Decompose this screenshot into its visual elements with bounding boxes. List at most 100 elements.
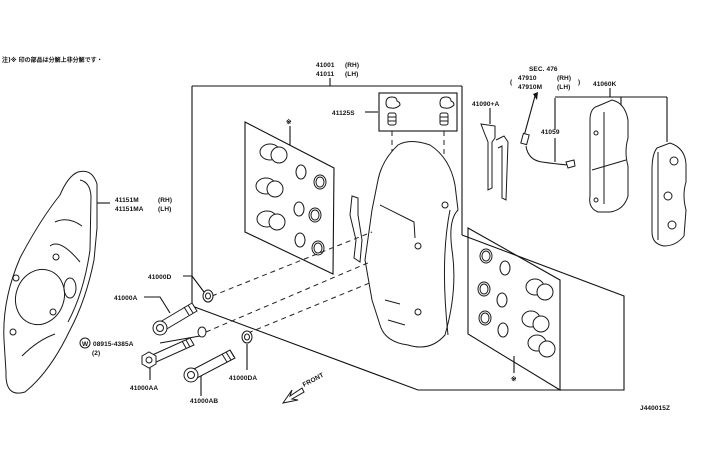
piston-icon — [255, 143, 288, 231]
seal-kit-right: ※ — [467, 227, 561, 391]
caliper-housing — [364, 141, 459, 348]
caliper-pin-upper — [414, 242, 422, 250]
caliper-body — [349, 141, 459, 348]
caliper-lh-side: (LH) — [345, 71, 358, 78]
sensor-connector-icon — [520, 132, 530, 146]
caliper-lh-part: 41011 — [316, 71, 335, 78]
caliper-label: 41001 (RH) 41011 (LH) — [316, 62, 359, 78]
seal-kit-left: ※ — [244, 118, 335, 275]
sensor-lh-part: 47910M — [518, 84, 542, 91]
frame-lower-edges — [191, 86, 625, 391]
pad-kit-group: 41060K — [555, 81, 687, 247]
brake-pad-outer-hole — [593, 130, 599, 136]
kit-marker-left: ※ — [286, 118, 292, 126]
brake-pad-inner-hole — [669, 156, 679, 166]
washer-d-leader — [183, 275, 205, 293]
front-direction-indicator: FRONT — [281, 372, 325, 404]
wear-sensor-group: SEC. 476 ( 47910 (RH) 47910M (LH) ) 4105… — [510, 66, 580, 169]
bolt-aa-icon — [141, 337, 195, 369]
screw-icon: W — [79, 337, 91, 349]
sensor-wire-icon — [525, 145, 569, 166]
baffle-rh-side: (RH) — [158, 197, 172, 204]
caliper-rh-side: (RH) — [345, 62, 359, 69]
sensor-wire-label: 41059 — [541, 129, 560, 136]
pad-clip-spring-icon — [495, 135, 509, 201]
washer-da-hole — [244, 333, 250, 341]
baffle-plate-bolt-hole — [12, 274, 20, 282]
baffle-plate-rim — [67, 179, 92, 323]
sensor-arrow-head-icon — [533, 92, 538, 100]
caliper-pin-lower — [414, 308, 422, 316]
baffle-plate-bolt-hole — [49, 308, 57, 316]
brake-pad-inner-hole — [663, 191, 673, 201]
caliper-bleeder-port — [441, 201, 449, 209]
piston-icon — [521, 278, 556, 358]
baffle-plate-group: 41151M (RH) 41151MA (LH) — [3, 170, 172, 394]
bolt-a-label: 41000A — [114, 295, 138, 302]
screw-qty-label: (2) — [92, 350, 100, 357]
brake-pad-outer-detail — [591, 112, 627, 204]
pad-clip-group: 41090+A — [472, 101, 509, 201]
baffle-lh-side: (LH) — [158, 206, 171, 213]
screw-part-label: 08915-4385A — [93, 341, 134, 348]
pad-kit-label: 41060K — [593, 81, 617, 88]
screw-symbol: W — [82, 341, 89, 348]
caliper-rh-part: 41001 — [316, 62, 335, 69]
washer-d-hole — [205, 292, 211, 300]
washer-small-icon — [197, 326, 207, 338]
caliper-housing-edge — [443, 209, 451, 336]
dash-1 — [211, 231, 373, 297]
kit-marker-right: ※ — [511, 375, 517, 383]
sensor-rh-side: (RH) — [557, 75, 571, 82]
sensor-paren-close: ) — [578, 79, 580, 86]
fasteners-group: 41000D 41000A W 08915-4385A (2) 41000AA — [79, 274, 257, 405]
bolt-a-leader — [144, 296, 171, 314]
baffle-plate-bolt-hole — [9, 328, 17, 336]
bleeder-box — [378, 92, 458, 132]
bolt-ab-label: 41000AB — [190, 398, 218, 405]
washer-d-icon — [202, 289, 214, 303]
baffle-plate-icon — [3, 170, 98, 394]
baffle-plate-hub-hole — [14, 268, 66, 326]
bolt-a-icon — [152, 302, 198, 336]
sensor-rh-part: 47910 — [518, 75, 537, 82]
caliper-detail — [384, 299, 406, 326]
front-arrow-icon — [281, 387, 305, 404]
seal-kit-plate-right — [467, 227, 561, 391]
brake-pad-outer-icon — [589, 99, 629, 213]
baffle-plate-lower-slot — [21, 333, 56, 357]
sensor-arrow-line — [523, 95, 536, 137]
sensor-sec-label: SEC. 476 — [529, 66, 558, 73]
dash-2 — [205, 261, 371, 333]
baffle-plate-bolt-hole — [52, 253, 60, 261]
brake-pad-outer-hole — [593, 197, 599, 203]
washer-d-label: 41000D — [148, 274, 172, 281]
seal-ring-icon — [477, 248, 511, 338]
seal-ring-icon — [293, 164, 327, 256]
sensor-lh-side: (LH) — [557, 84, 570, 91]
figure-code: J440015Z — [640, 405, 670, 412]
pad-clip-label: 41090+A — [472, 101, 499, 108]
sensor-tip-icon — [565, 159, 576, 169]
pad-clip-icon — [480, 123, 496, 191]
washer-da-label: 41000DA — [229, 375, 257, 382]
bleeder-label: 41125S — [332, 110, 355, 117]
baffle-lh-part: 41151MA — [115, 206, 144, 213]
bleeder-screw-icon — [387, 112, 449, 126]
caliper-bridge-line — [379, 204, 416, 239]
dash-3 — [247, 281, 373, 334]
bolt-ab-icon — [183, 349, 236, 383]
title-note: 注)※ 印の部品は分解上非分解です・ — [2, 56, 103, 64]
washer-small-leader — [159, 335, 201, 344]
brake-pad-inner-hole — [667, 220, 677, 230]
bolt-aa-label: 41000AA — [130, 385, 158, 392]
bleeder-cap-icon — [385, 96, 455, 109]
sensor-paren-open: ( — [510, 79, 513, 86]
baffle-plate-slot — [63, 277, 77, 299]
seal-kit-plate-left — [244, 121, 335, 275]
front-label: FRONT — [302, 372, 325, 389]
pad-kit-leader — [555, 88, 668, 142]
brake-pad-inner-icon — [651, 142, 687, 247]
baffle-plate-ridge — [49, 219, 83, 263]
